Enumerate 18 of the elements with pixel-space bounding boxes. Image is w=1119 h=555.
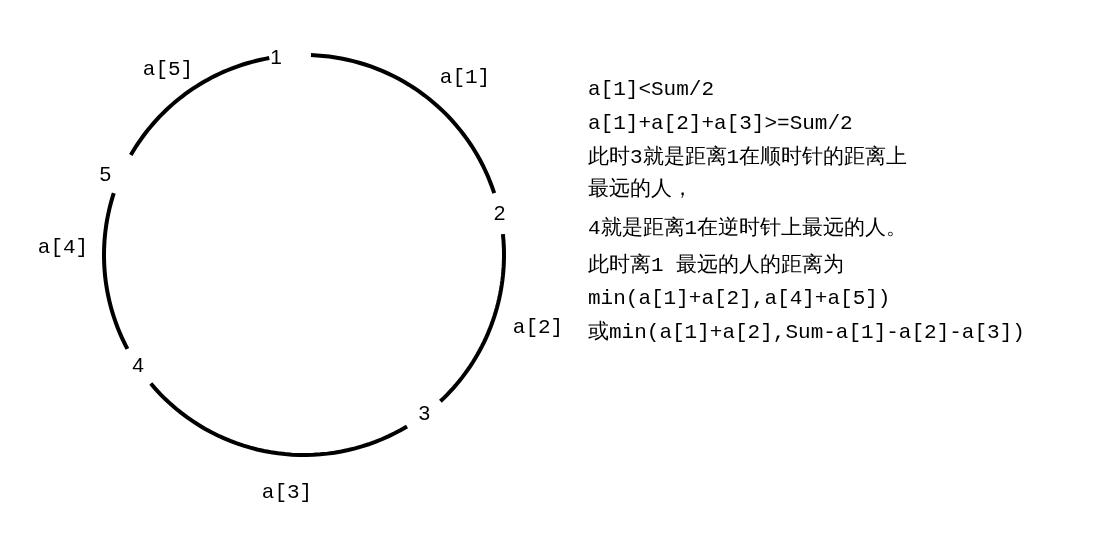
point-label: 3 xyxy=(416,400,433,425)
point-label: 4 xyxy=(130,352,147,377)
note-text: 此时离1 最远的人的距离为 xyxy=(588,254,845,278)
point-label: 2 xyxy=(491,201,508,226)
arc-line xyxy=(310,53,497,194)
note-text: min(a[1]+a[2],a[4]+a[5]) xyxy=(588,287,891,311)
note-text: 此时3就是距离1在顺时针的距离上 xyxy=(588,146,908,170)
arc-line xyxy=(102,192,130,350)
note-text: a[1]<Sum/2 xyxy=(588,78,715,102)
arc-line xyxy=(149,382,408,457)
note-text: 4就是距离1在逆时针上最远的人。 xyxy=(588,217,908,241)
note-text: a[1]+a[2]+a[3]>=Sum/2 xyxy=(588,112,853,136)
point-label: 5 xyxy=(97,161,114,186)
note-text: 最远的人， xyxy=(588,178,693,202)
note-text: 或min(a[1]+a[2],Sum-a[1]-a[2]-a[3]) xyxy=(588,321,1025,345)
arc-line xyxy=(129,56,270,156)
point-label: 1 xyxy=(268,45,284,70)
arc-line xyxy=(439,233,506,403)
